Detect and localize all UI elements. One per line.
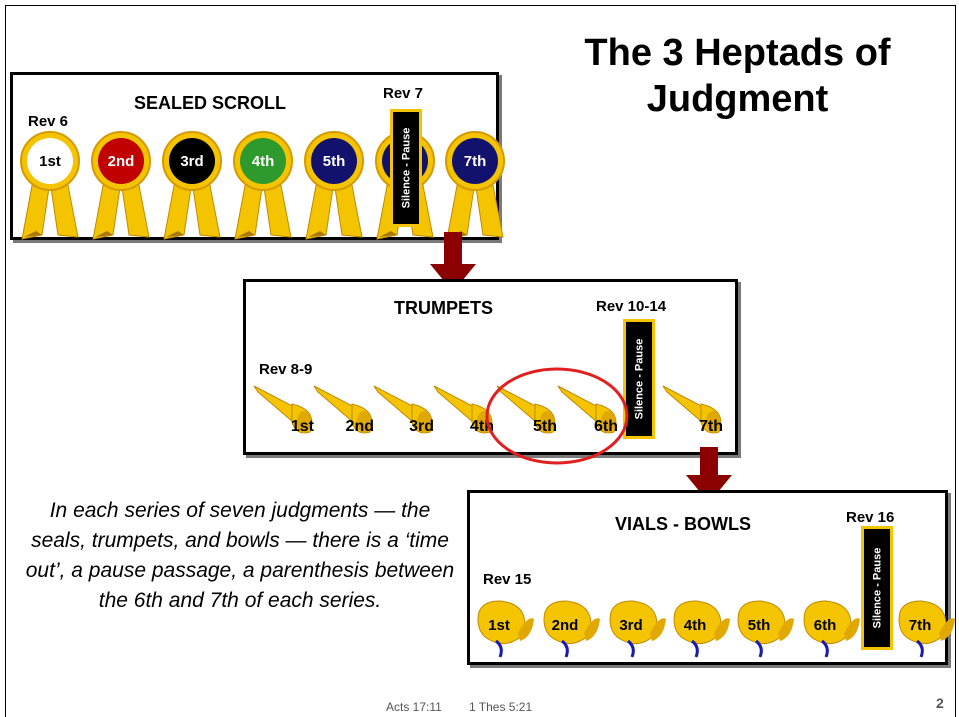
trumpet-2: 2nd [308,382,378,438]
bowl-2: 2nd [540,597,602,659]
bowls-pause-bar: Silence - Pause [861,526,893,650]
bowl-icon [737,600,794,658]
trumpet-1: 1st [248,382,318,438]
seal-5: 5th [304,131,364,241]
footer-ref-thes: 1 Thes 5:21 [469,700,533,714]
bowls-title: VIALS - BOWLS [615,514,751,534]
bowl-6: 6th [800,597,862,659]
seal-1: 1st [20,131,80,241]
bowl-icon [898,600,955,658]
trumpet-3: 3rd [368,382,438,438]
trumpet-5: 5th [491,382,561,438]
bowl-icon [673,600,730,658]
bowl-label: 7th [908,617,932,634]
trumpet-4: 4th [428,382,498,438]
sealed-scroll-panel: SEALED SCROLL Rev 6 Rev 7 1st 2nd 3rd 4th 5t… [10,72,505,241]
bowls-ref-left: Rev 15 [483,571,532,588]
trumpets-pause-label: Silence - Pause [633,338,645,420]
seal-label: 5th [311,138,357,184]
trumpet-6: 6th [552,382,622,438]
seal-label: 1st [27,138,73,184]
footer-ref-acts: Acts 17:11 [386,700,442,714]
seals-ref-left: Rev 6 [28,113,69,130]
down-arrow-icon [686,447,732,503]
trumpet-icon [313,385,373,434]
down-arrow-icon [430,232,476,292]
trumpet-icon [253,385,313,434]
ribbon-icon [21,174,79,240]
bowl-7: 7th [895,597,957,659]
seal-label: 2nd [98,138,144,184]
bowl-3: 3rd [606,597,668,659]
bowl-label: 4th [683,617,707,634]
bowl-icon [803,600,860,658]
bowls-ref-pause: Rev 16 [846,509,895,526]
bowl-label: 5th [747,617,771,634]
page-number: 2 [936,695,944,711]
trumpet-label: 7th [699,418,723,435]
trumpets-title: TRUMPETS [394,298,493,318]
explanatory-note: In each series of seven judgments — the … [25,499,455,612]
bowl-label: 1st [488,617,510,634]
bowls-panel: VIALS - BOWLS Rev 15 Rev 16 1st 2nd 3rd 4th… [467,490,955,665]
trumpets-ref-pause: Rev 10-14 [596,298,667,315]
highlight-circle-icon [485,367,629,465]
trumpet-label: 6th [594,418,618,435]
bowl-label: 2nd [551,617,579,634]
seals-pause-bar: Silence - Pause [390,109,422,227]
seal-7: 7th [445,131,505,241]
trumpets-ref-left: Rev 8-9 [259,361,313,378]
seal-label: 7th [452,138,498,184]
seal-4: 4th [233,131,293,241]
sealed-scroll-title: SEALED SCROLL [134,93,287,113]
seal-3: 3rd [162,131,222,241]
seal-label: 4th [240,138,286,184]
bowl-1: 1st [474,597,536,659]
trumpet-icon [662,385,722,434]
bowl-icon [477,600,534,658]
bowl-5: 5th [734,597,796,659]
trumpet-label: 1st [290,418,314,435]
seal-2: 2nd [91,131,151,241]
trumpet-label: 3rd [409,418,434,435]
seal-label: 3rd [169,138,215,184]
bowl-icon [543,600,600,658]
bowls-pause-label: Silence - Pause [871,547,883,629]
trumpet-icon [373,385,433,434]
bowl-label: 6th [813,617,837,634]
trumpet-7: 7th [657,382,727,438]
seals-pause-label: Silence - Pause [400,127,412,209]
bowl-label: 3rd [619,617,643,634]
trumpet-icon [433,385,493,434]
trumpet-label: 2nd [345,418,374,435]
trumpet-icon [557,385,617,434]
slide-title: The 3 Heptads of Judgment [584,32,891,120]
bowl-icon [609,600,666,658]
seals-ref-pause: Rev 7 [383,85,424,102]
bowl-4: 4th [670,597,732,659]
trumpet-label: 5th [533,418,557,435]
slide-frame [5,5,956,717]
